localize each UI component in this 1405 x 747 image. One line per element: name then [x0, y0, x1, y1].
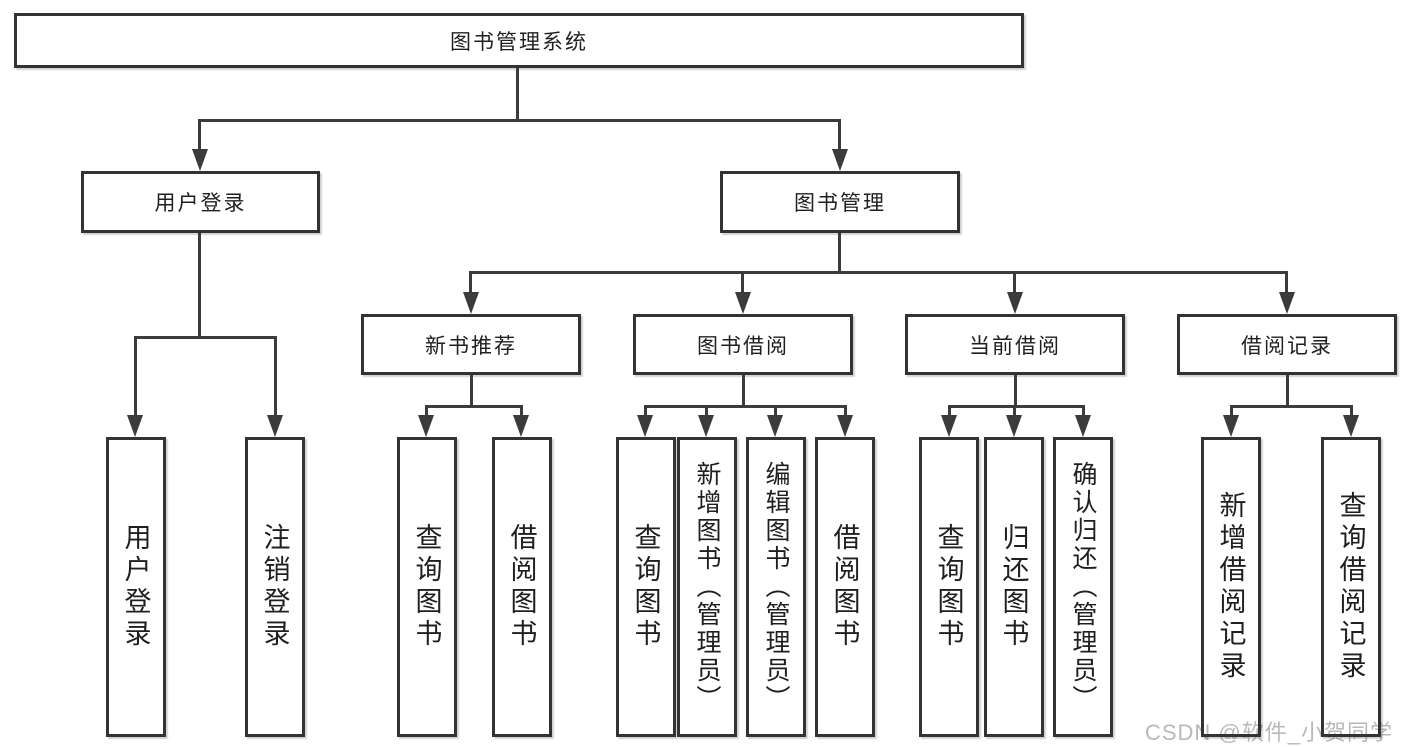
arrowhead [1007, 292, 1023, 314]
leaf-logout: 注销登录 [245, 437, 305, 737]
connector-line [1230, 405, 1353, 408]
node-book-management: 图书管理 [720, 171, 960, 233]
connector-line [425, 405, 428, 418]
leaf-query-books-current: 查询图书 [919, 437, 979, 737]
arrowhead [735, 292, 751, 314]
connector-line [838, 233, 841, 274]
leaf-user-login: 用户登录 [106, 437, 166, 737]
node-book-borrowing-label: 图书借阅 [697, 334, 789, 358]
arrowhead [1279, 292, 1295, 314]
connector-line [1350, 405, 1353, 418]
connector-line [469, 271, 1288, 274]
leaf-return-books-label: 归还图书 [998, 523, 1029, 651]
node-user-login-label: 用户登录 [154, 192, 247, 215]
arrowhead [1343, 415, 1359, 437]
leaf-confirm-return-admin-label: 确认归还（管理员） [1069, 461, 1097, 713]
arrowhead [127, 415, 143, 437]
connector-line [741, 271, 744, 293]
node-user-login: 用户登录 [81, 171, 320, 233]
leaf-query-books-borrowing-label: 查询图书 [630, 523, 661, 651]
leaf-query-books-recommend: 查询图书 [397, 437, 457, 737]
node-borrowing-records: 借阅记录 [1177, 314, 1397, 375]
connector-line [705, 405, 708, 418]
node-root: 图书管理系统 [14, 13, 1024, 68]
arrowhead [513, 415, 529, 437]
connector-line [520, 405, 523, 418]
arrowhead [941, 415, 957, 437]
connector-line [644, 405, 647, 418]
node-current-borrowing: 当前借阅 [905, 314, 1125, 375]
leaf-query-borrow-record-label: 查询借阅记录 [1335, 491, 1366, 683]
csdn-watermark: CSDN @软件_小贺同学 [1144, 720, 1393, 745]
leaf-logout-label: 注销登录 [259, 523, 290, 651]
leaf-return-books: 归还图书 [984, 437, 1044, 737]
node-borrowing-records-label: 借阅记录 [1241, 334, 1333, 358]
leaf-query-books-current-label: 查询图书 [933, 523, 964, 651]
arrowhead [837, 415, 853, 437]
leaf-confirm-return-admin: 确认归还（管理员） [1053, 437, 1113, 737]
node-new-book-recommend: 新书推荐 [361, 314, 581, 375]
arrowhead [1223, 415, 1239, 437]
connector-line [1013, 271, 1016, 293]
connector-line [1230, 405, 1233, 418]
leaf-add-books-admin: 新增图书（管理员） [677, 437, 737, 737]
arrowhead [1075, 415, 1091, 437]
arrowhead [1006, 415, 1022, 437]
connector-line [134, 336, 277, 339]
leaf-edit-books-admin-label: 编辑图书（管理员） [762, 461, 790, 713]
connector-line [469, 271, 472, 293]
arrowhead [637, 415, 653, 437]
leaf-query-books-borrowing: 查询图书 [616, 437, 676, 737]
node-book-management-label: 图书管理 [794, 192, 886, 215]
leaf-borrow-books: 借阅图书 [815, 437, 875, 737]
connector-line [774, 405, 777, 418]
leaf-add-books-admin-label: 新增图书（管理员） [693, 461, 721, 713]
node-root-label: 图书管理系统 [450, 30, 588, 54]
arrowhead [192, 149, 208, 171]
connector-line [948, 405, 951, 418]
connector-line [742, 375, 745, 408]
connector-line [198, 119, 201, 153]
leaf-user-login-label: 用户登录 [120, 523, 151, 651]
leaf-add-borrow-record: 新增借阅记录 [1201, 437, 1261, 737]
connector-line [1285, 271, 1288, 293]
arrowhead [832, 149, 848, 171]
connector-line [425, 405, 523, 408]
connector-line [844, 405, 847, 418]
leaf-add-borrow-record-label: 新增借阅记录 [1215, 491, 1246, 683]
node-book-borrowing: 图书借阅 [633, 314, 853, 375]
connector-line [1014, 375, 1017, 408]
connector-line [134, 336, 137, 418]
connector-line [948, 405, 1085, 408]
leaf-borrow-books-label: 借阅图书 [829, 523, 860, 651]
leaf-borrow-books-recommend: 借阅图书 [492, 437, 552, 737]
arrowhead [767, 415, 783, 437]
node-current-borrowing-label: 当前借阅 [969, 334, 1061, 358]
connector-line [1082, 405, 1085, 418]
connector-line [1286, 375, 1289, 408]
connector-line [198, 119, 841, 122]
leaf-query-borrow-record: 查询借阅记录 [1321, 437, 1381, 737]
node-new-book-recommend-label: 新书推荐 [425, 334, 517, 358]
leaf-query-books-recommend-label: 查询图书 [411, 523, 442, 651]
connector-line [644, 405, 847, 408]
leaf-borrow-books-recommend-label: 借阅图书 [506, 523, 537, 651]
connector-line [838, 119, 841, 153]
connector-line [274, 336, 277, 418]
arrowhead [267, 415, 283, 437]
connector-line [1013, 405, 1016, 418]
arrowhead [463, 292, 479, 314]
arrowhead [418, 415, 434, 437]
leaf-edit-books-admin: 编辑图书（管理员） [746, 437, 806, 737]
connector-line [516, 68, 519, 122]
connector-line [470, 375, 473, 408]
arrowhead [698, 415, 714, 437]
connector-line [198, 233, 201, 339]
